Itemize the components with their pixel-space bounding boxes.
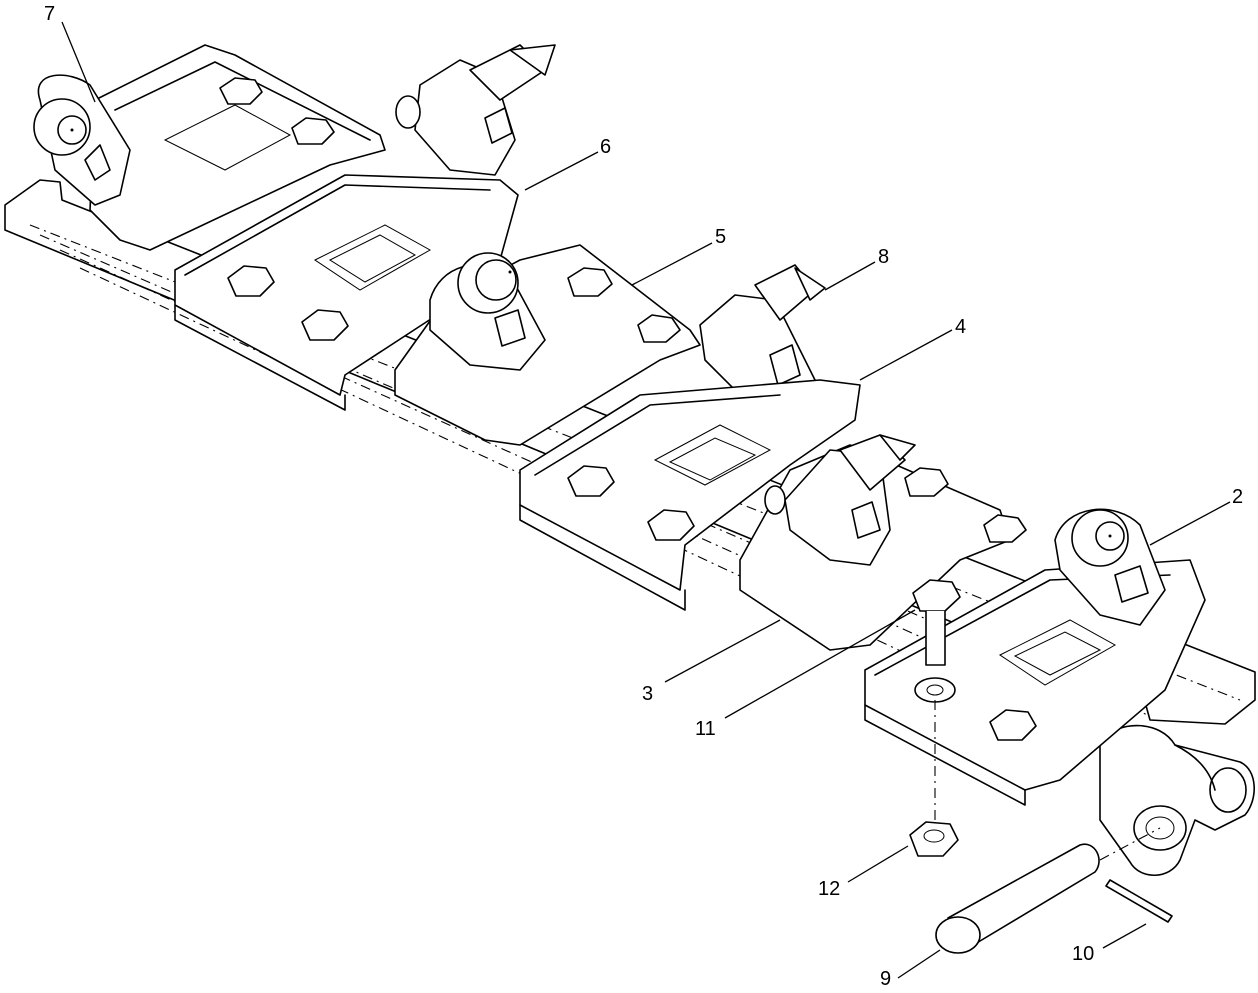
callout-2: 2 bbox=[1232, 486, 1243, 508]
cutter-block-7 bbox=[33, 44, 386, 251]
callout-11: 11 bbox=[695, 718, 716, 740]
callout-9: 9 bbox=[880, 968, 891, 990]
cutter-block-3 bbox=[739, 434, 1027, 651]
callout-labels: 7 6 5 8 4 2 3 11 12 10 9 bbox=[44, 3, 1243, 990]
pin-9 bbox=[935, 827, 1161, 954]
cutter-block-6 bbox=[174, 174, 519, 411]
callout-3: 3 bbox=[642, 683, 653, 705]
callout-8: 8 bbox=[878, 246, 889, 268]
leader-lines bbox=[61, 21, 1231, 979]
callout-12: 12 bbox=[818, 878, 840, 900]
cutter-block-2 bbox=[864, 508, 1206, 806]
callout-4: 4 bbox=[955, 316, 966, 338]
callout-6: 6 bbox=[600, 136, 611, 158]
chain-link bbox=[1099, 724, 1255, 876]
callout-10: 10 bbox=[1072, 943, 1094, 965]
cutter-block-5 bbox=[394, 244, 701, 446]
callout-5: 5 bbox=[715, 226, 726, 248]
cutter-block-4 bbox=[519, 379, 861, 611]
pick-8 bbox=[699, 264, 826, 411]
cotter-pin-10 bbox=[1105, 879, 1173, 923]
nut-12 bbox=[909, 821, 959, 857]
bolt-11 bbox=[912, 579, 961, 840]
pick-top bbox=[395, 44, 556, 176]
callout-7: 7 bbox=[44, 3, 55, 25]
